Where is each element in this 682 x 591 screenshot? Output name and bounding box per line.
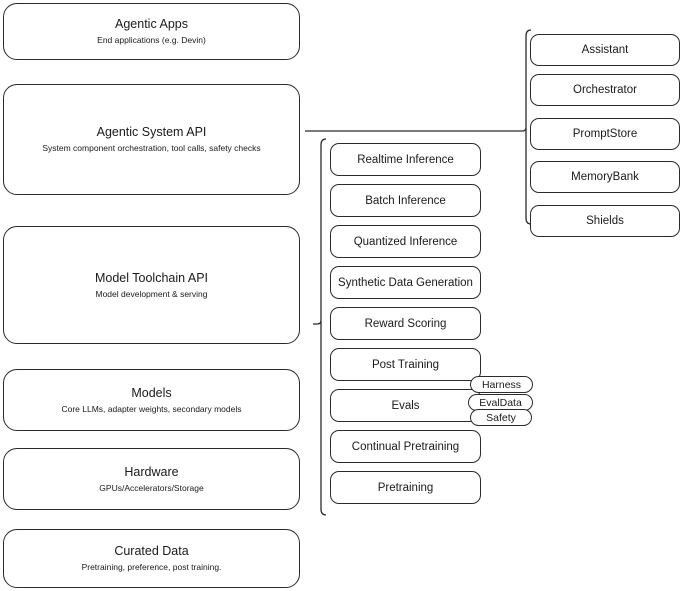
layer-title: Hardware (124, 464, 179, 479)
layer-agentic-apps[interactable]: Agentic Apps End applications (e.g. Devi… (3, 3, 300, 60)
toolchain-chip-realtime-inference[interactable]: Realtime Inference (330, 143, 481, 176)
layer-title: Agentic System API (96, 125, 207, 139)
system-chip-memorybank[interactable]: MemoryBank (530, 161, 680, 193)
eval-badge-evaldata[interactable]: EvalData (468, 394, 533, 411)
system-chip-promptstore[interactable]: PromptStore (530, 118, 680, 150)
toolchain-chip-synthetic-data-generation[interactable]: Synthetic Data Generation (330, 266, 481, 299)
layer-hardware[interactable]: Hardware GPUs/Accelerators/Storage (3, 448, 300, 510)
eval-badge-harness[interactable]: Harness (470, 376, 533, 393)
layer-model-toolchain-api[interactable]: Model Toolchain API Model development & … (3, 226, 300, 344)
toolchain-chip-batch-inference[interactable]: Batch Inference (330, 184, 481, 217)
system-chip-assistant[interactable]: Assistant (530, 34, 680, 66)
layer-subtitle: GPUs/Accelerators/Storage (99, 482, 204, 493)
toolchain-chip-evals[interactable]: Evals (330, 389, 481, 422)
system-chip-orchestrator[interactable]: Orchestrator (530, 74, 680, 106)
layer-curated-data[interactable]: Curated Data Pretraining, preference, po… (3, 529, 300, 588)
layer-subtitle: Model development & serving (95, 288, 208, 299)
toolchain-chip-reward-scoring[interactable]: Reward Scoring (330, 307, 481, 340)
layer-title: Models (131, 385, 172, 400)
toolchain-chip-continual-pretraining[interactable]: Continual Pretraining (330, 430, 481, 463)
layer-subtitle: Pretraining, preference, post training. (81, 562, 222, 572)
eval-badge-safety[interactable]: Safety (470, 409, 532, 426)
toolchain-chip-pretraining[interactable]: Pretraining (330, 471, 481, 504)
layer-models[interactable]: Models Core LLMs, adapter weights, secon… (3, 369, 300, 431)
layer-title: Curated Data (114, 544, 189, 558)
toolchain-chip-post-training[interactable]: Post Training (330, 348, 481, 381)
layer-title: Model Toolchain API (94, 270, 209, 285)
layer-subtitle: End applications (e.g. Devin) (97, 35, 206, 45)
layer-subtitle: Core LLMs, adapter weights, secondary mo… (61, 403, 242, 414)
layer-title: Agentic Apps (115, 17, 188, 31)
layer-agentic-system-api[interactable]: Agentic System API System component orch… (3, 84, 300, 195)
toolchain-chip-quantized-inference[interactable]: Quantized Inference (330, 225, 481, 258)
toolchain-components-bracket (313, 138, 327, 516)
system-chip-shields[interactable]: Shields (530, 205, 680, 237)
layer-subtitle: System component orchestration, tool cal… (42, 143, 261, 153)
